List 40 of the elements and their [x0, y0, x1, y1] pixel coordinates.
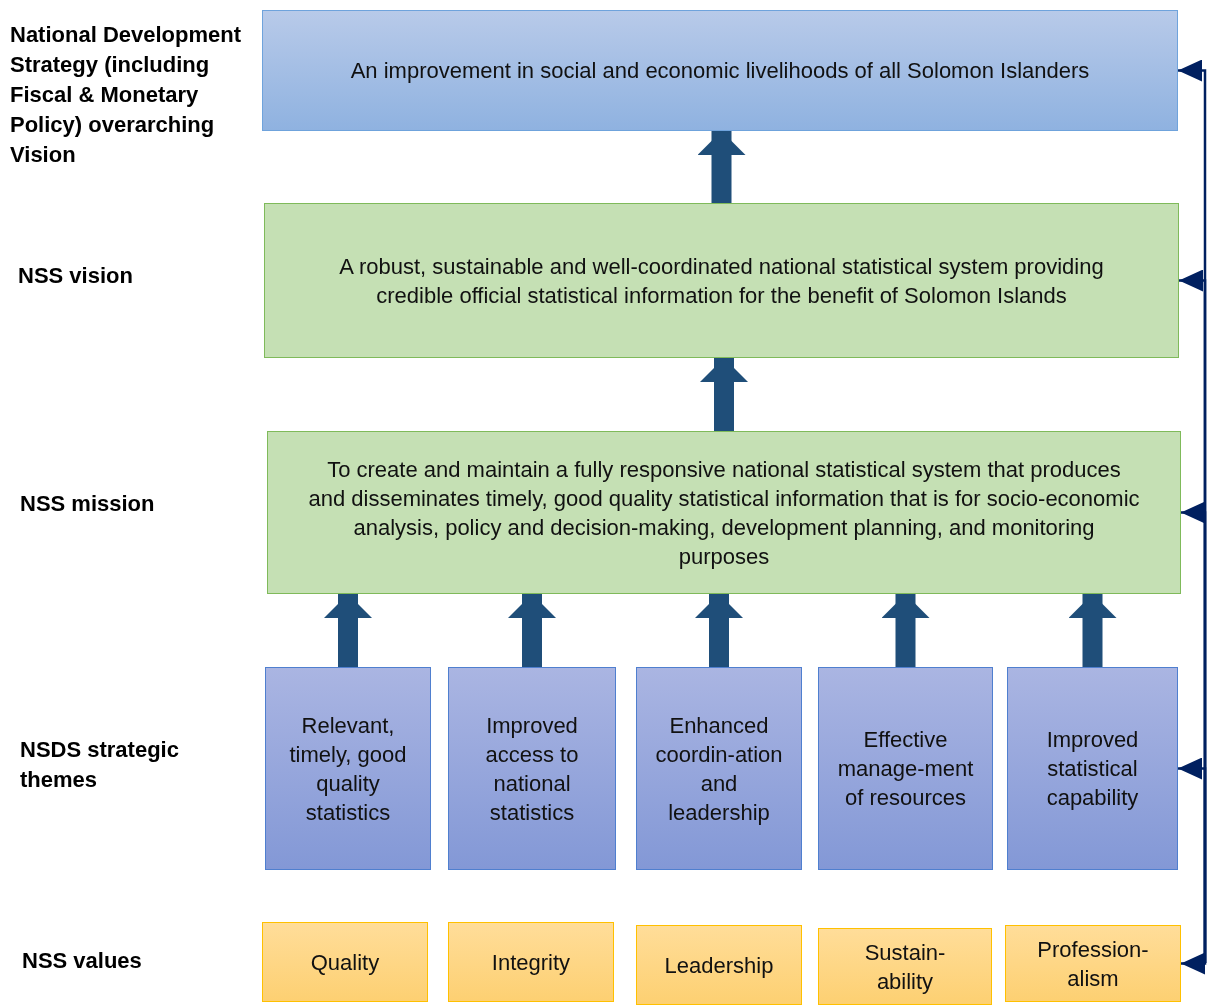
- box-text: A robust, sustainable and well-coordinated national statistical system providing credible official statistical information for the benefit of Solomon Islands: [338, 252, 1105, 310]
- mission-box: [267, 431, 1181, 594]
- arrow: [1181, 952, 1207, 975]
- theme-box: [265, 667, 431, 870]
- row-label: NSS vision: [18, 262, 134, 290]
- theme-box: [448, 667, 616, 870]
- row-label: NSS mission: [20, 490, 156, 518]
- value-box: [1005, 925, 1181, 1002]
- vision-box: [264, 203, 1179, 358]
- value-box: [818, 928, 992, 1005]
- row-label: NSDS strategic themes: [20, 736, 180, 794]
- block-arrow: [881, 594, 930, 667]
- box-text: Quality: [310, 948, 380, 977]
- block-arrow: [697, 131, 746, 203]
- block-arrow: [1068, 594, 1117, 667]
- box-text: Leadership: [664, 951, 774, 980]
- box-text: Improved statistical capability: [1045, 726, 1140, 812]
- theme-box: [636, 667, 802, 870]
- theme-box: [1007, 667, 1178, 870]
- box-text: Enhanced coordin-ation and leadership: [654, 711, 784, 827]
- row-label: National Development Strategy (including Fiscal & Monetary Policy) overarching Vision: [10, 21, 243, 169]
- value-box: [262, 922, 428, 1002]
- block-arrow: [508, 594, 556, 667]
- block-arrow: [700, 358, 748, 431]
- box-text: Profession-alism: [1036, 935, 1150, 993]
- row-label: NSS values: [22, 947, 143, 975]
- theme-box: [818, 667, 993, 870]
- box-text: Sustain-ability: [863, 938, 947, 996]
- box-text: Effective manage-ment of resources: [836, 726, 975, 812]
- block-arrow: [324, 594, 372, 667]
- box-text: An improvement in social and economic livelihoods of all Solomon Islanders: [350, 57, 1090, 85]
- goal-box: [262, 10, 1178, 131]
- value-box: [448, 922, 614, 1002]
- block-arrow: [695, 594, 743, 667]
- box-text: Improved access to national statistics: [484, 711, 580, 827]
- box-text: Integrity: [491, 948, 571, 977]
- box-text: To create and maintain a fully responsive national statistical system that produces and disseminates timely, good quality statistical information that is for socio-economic analysis, policy and decision-making, development planning, and monitoring purposes: [308, 455, 1140, 571]
- arrow: [1178, 757, 1207, 963]
- box-text: Relevant, timely, good quality statistics: [288, 711, 408, 827]
- value-box: [636, 925, 802, 1005]
